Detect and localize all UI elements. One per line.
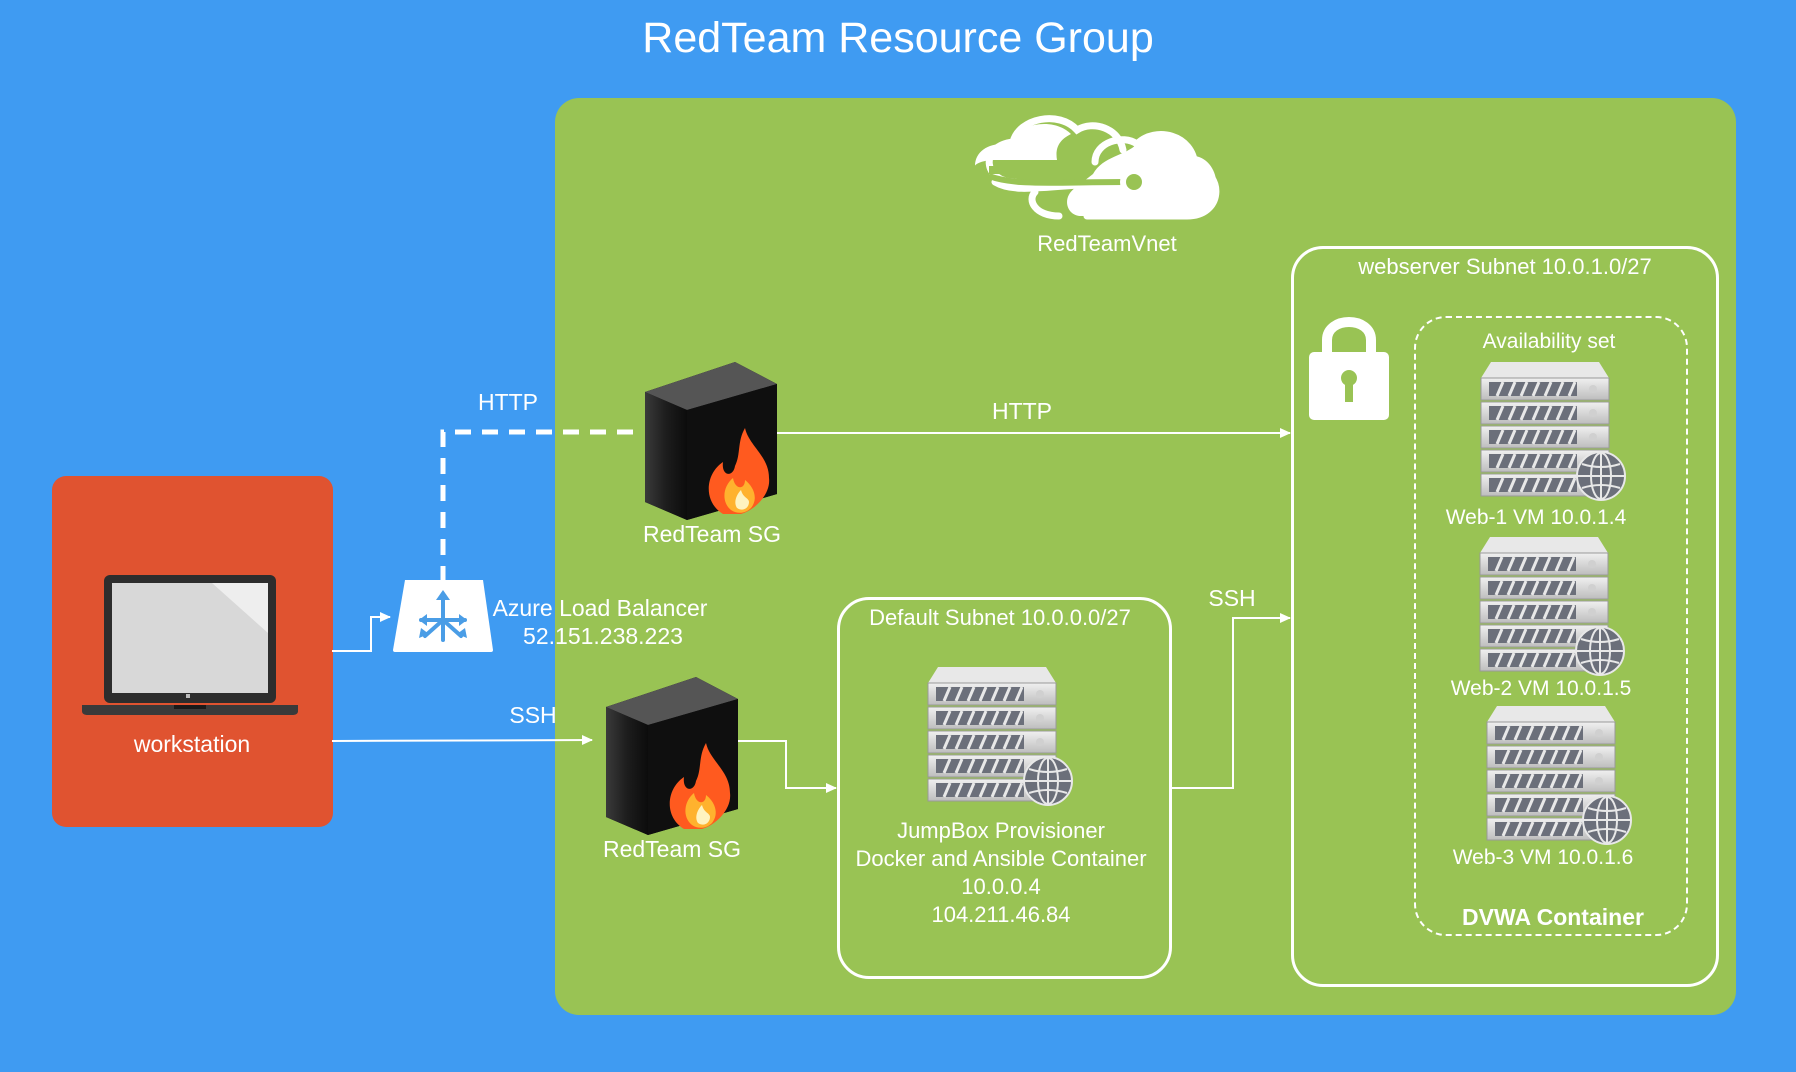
default-subnet-title: Default Subnet 10.0.0.0/27 <box>869 605 1131 630</box>
vm-label-web2: Web-2 VM 10.0.1.5 <box>1450 677 1632 700</box>
server-globe-icon <box>926 665 1074 807</box>
default-subnet-box[interactable] <box>837 597 1172 979</box>
jumpbox-public-ip: 104.211.46.84 <box>931 902 1071 927</box>
jumpbox-label-line1: JumpBox Provisioner <box>897 818 1105 843</box>
availability-set-box[interactable] <box>1414 316 1688 936</box>
firewall-icon <box>606 677 738 835</box>
http-label-to-webservers: HTTP <box>991 398 1053 424</box>
http-label-to-sg: HTTP <box>477 389 539 415</box>
server-globe-icon <box>1478 535 1626 677</box>
availability-set-label: Availability set <box>1482 330 1616 353</box>
workstation-label: workstation <box>133 731 251 757</box>
firewall-icon <box>645 362 777 520</box>
ssh-label-to-webservers: SSH <box>1208 585 1256 611</box>
load-balancer-ip: 52.151.238.223 <box>523 623 683 649</box>
ssh-label-to-sg: SSH <box>509 702 557 728</box>
lock-icon <box>1309 317 1389 420</box>
webserver-subnet-box[interactable] <box>1291 246 1719 987</box>
jumpbox-label-line2: Docker and Ansible Container <box>855 846 1147 871</box>
connection-lines <box>331 428 1291 793</box>
server-globe-icon <box>1485 704 1633 846</box>
laptop-icon <box>82 575 298 715</box>
page-title: RedTeam Resource Group <box>642 14 1154 62</box>
sg-label-top: RedTeam SG <box>642 521 782 547</box>
vm-label-web3: Web-3 VM 10.0.1.6 <box>1452 846 1634 869</box>
webserver-subnet-title: webserver Subnet 10.0.1.0/27 <box>1358 254 1652 279</box>
load-balancer-name: Azure Load Balancer <box>492 595 708 621</box>
load-balancer-icon <box>393 580 493 652</box>
vnet-label: RedTeamVnet <box>1037 231 1177 256</box>
server-globe-icon <box>1479 360 1627 502</box>
sg-label-bottom: RedTeam SG <box>602 836 742 862</box>
vm-label-web1: Web-1 VM 10.0.1.4 <box>1445 506 1627 529</box>
dvwa-container-label: DVWA Container <box>1462 904 1644 930</box>
jumpbox-private-ip: 10.0.0.4 <box>961 874 1041 899</box>
